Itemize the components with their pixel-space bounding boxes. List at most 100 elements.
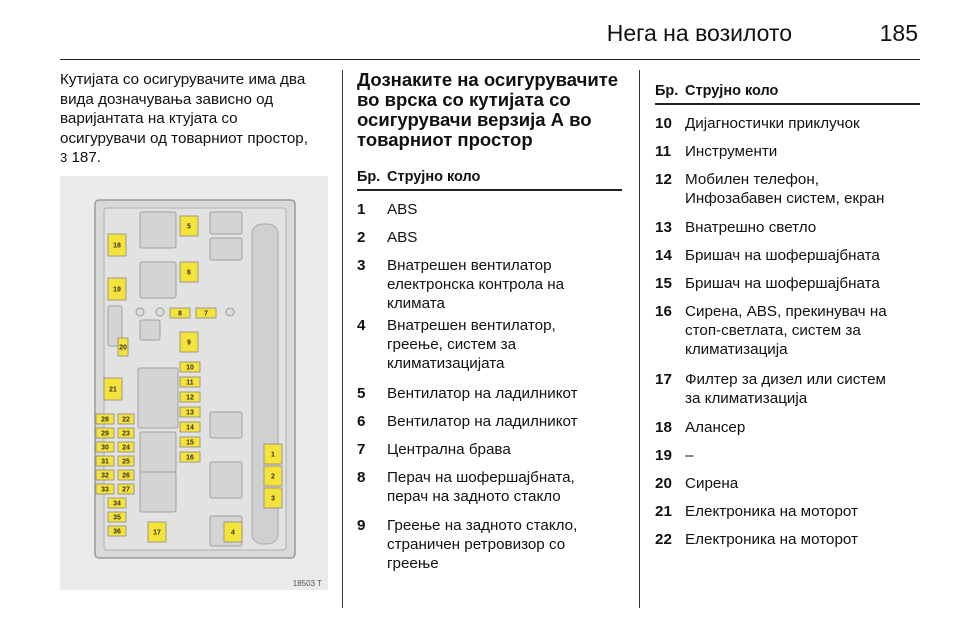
circuit-line: перач на задното стакло [387, 488, 561, 505]
section-title-line: осигурувачи верзија А во [357, 109, 592, 130]
fuse-label-text: 24 [122, 445, 130, 452]
fuse-label-box [179, 261, 199, 283]
fuse-label-box [179, 361, 201, 373]
fuse-label-text: 4 [231, 530, 235, 537]
circuit-line: Алансер [685, 419, 746, 436]
fuse-label-text: 16 [186, 455, 194, 462]
circuit-line: електронска контрола на [387, 276, 565, 293]
fuse-label-box [179, 406, 201, 418]
circuit-line: ABS [387, 201, 418, 218]
circuit-description: Дијагностички приклучок [685, 114, 860, 133]
fuse-number: 7 [357, 441, 366, 458]
fuse-label-text: 1 [271, 452, 275, 459]
fuse-label-text: 13 [186, 410, 194, 417]
fuse-label-box [117, 427, 135, 439]
fuse-label-box [103, 377, 123, 401]
circuit-description: Електроника на моторот [685, 502, 858, 521]
fuse-number: 18 [655, 419, 672, 436]
relay-block [139, 211, 177, 249]
circuit-line: Перач на шофершајбната, [387, 469, 575, 486]
fuse-label-box [263, 443, 283, 465]
circuit-description: ABS [387, 200, 417, 219]
fuse-number: 20 [655, 475, 672, 492]
fuse-label-text: 30 [101, 445, 109, 452]
circuit-line: греење, систем за [387, 336, 517, 353]
fuse-number: 17 [655, 371, 672, 388]
fuse-label-box [223, 521, 243, 543]
fuse-label-text: 17 [153, 530, 161, 537]
circuit-description: Мобилен телефон,Инфозабавен систем, екра… [685, 170, 884, 208]
fuse-label-box [107, 511, 127, 523]
relay-block [209, 411, 243, 439]
fuse-label-box [95, 455, 115, 467]
fuse-number: 16 [655, 303, 672, 320]
circuit-line: Греење на задното стакло, [387, 517, 578, 534]
fuse-label-box [147, 521, 167, 543]
circuit-line: стоп-светлата, систем за [685, 322, 861, 339]
circuit-line: Електроника на моторот [685, 503, 858, 520]
circuit-line: Инструменти [685, 143, 778, 160]
fuse-number: 21 [655, 503, 672, 520]
fuse-label-text: 23 [122, 431, 130, 438]
circuit-description: Вентилатор на ладилникот [387, 412, 578, 431]
table-right-rule [655, 103, 920, 105]
fuse-label-text: 29 [101, 431, 109, 438]
circuit-description: Сирена [685, 474, 738, 493]
reference-page: 187. [71, 149, 102, 166]
header-rule [60, 59, 920, 60]
circuit-description: – [685, 446, 693, 465]
page-header-title: Нега на возилото [606, 20, 792, 46]
fuse-label-text: 2 [271, 474, 275, 481]
fuse-label-text: 36 [113, 529, 121, 536]
mounting-point [225, 307, 235, 317]
fuse-label-text: 7 [204, 311, 208, 318]
fuse-label-text: 18 [113, 243, 121, 250]
fuse-label-box [179, 391, 201, 403]
circuit-line: Централна брава [387, 441, 511, 458]
fuse-label-box [107, 525, 127, 537]
intro-line: варијантата на ктујата со [60, 110, 238, 127]
fuse-label-box [179, 436, 201, 448]
fuse-label-box [95, 427, 115, 439]
fuse-label-box [107, 277, 127, 301]
circuit-line: климатизација [685, 341, 788, 358]
circuit-line: ABS [387, 229, 418, 246]
fuse-number: 6 [357, 413, 366, 430]
fuse-label-box [117, 413, 135, 425]
fuse-label-text: 32 [101, 473, 109, 480]
relay-block [139, 431, 177, 473]
intro-line: вида дозначувања зависно од [60, 90, 274, 108]
fuse-label-box [95, 441, 115, 453]
section-title-line: во врска со кутијата со [357, 89, 571, 110]
circuit-line: страничен ретровизор со [387, 536, 566, 553]
reference-arrow-icon: 3 [60, 150, 68, 165]
relay-block [209, 211, 243, 235]
page-number: 185 [879, 20, 918, 46]
relay-block [137, 367, 179, 429]
fuse-label-text: 31 [101, 459, 109, 466]
fuse-label-text: 28 [101, 417, 109, 424]
fuse-label-text: 26 [122, 473, 130, 480]
circuit-line: Внатрешен вентилатор, [387, 317, 556, 334]
column-header-no: Бр. [357, 169, 381, 185]
fuse-label-text: 5 [187, 224, 191, 231]
fuse-number: 1 [357, 201, 366, 218]
intro-reference[interactable]: 3 187. [60, 148, 330, 168]
fuse-label-box [179, 376, 201, 388]
fuse-label-text: 11 [186, 380, 194, 387]
fuse-label-text: 15 [186, 440, 194, 447]
fuse-label-box [107, 233, 127, 257]
fuse-number: 11 [655, 143, 672, 160]
figure-code: 18503 T [292, 579, 322, 588]
fuse-label-text: 20 [119, 345, 127, 352]
circuit-line: Инфозабавен систем, екран [685, 190, 885, 207]
circuit-description: Греење на задното стакло, страничен ретро… [387, 516, 577, 573]
fuse-label-text: 3 [271, 496, 275, 503]
relay-block [139, 261, 177, 299]
fuse-label-box [117, 441, 135, 453]
fuse-label-text: 22 [122, 417, 130, 424]
